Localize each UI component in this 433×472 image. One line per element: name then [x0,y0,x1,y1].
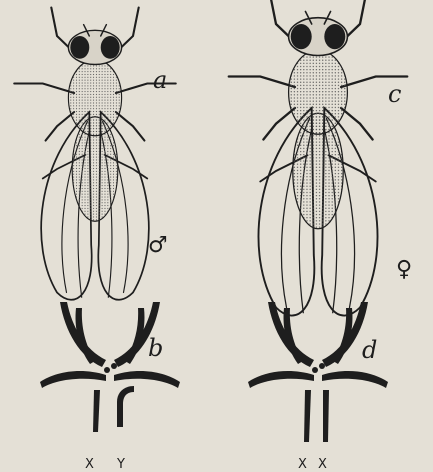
x-chromosome [93,390,100,432]
y-chromosome [117,386,134,427]
female-x-label-1: X [298,457,307,472]
male-x-label: X [85,457,94,472]
female-chromosome-set [248,302,388,442]
male-symbol: ♂ [148,233,168,258]
male-y-label: Y [116,457,125,472]
female-symbol: ♀ [396,257,412,282]
male-chromosome-set [40,302,180,432]
female-x-label-2: X [318,457,327,472]
x-chromosome [304,390,311,442]
panel-label-b: b [148,334,163,362]
panel-label-d: d [362,336,377,364]
x-chromosome [323,390,329,442]
panel-label-c: c [388,80,401,108]
female-fly-illustration [229,0,408,316]
panel-label-a: a [153,66,167,94]
